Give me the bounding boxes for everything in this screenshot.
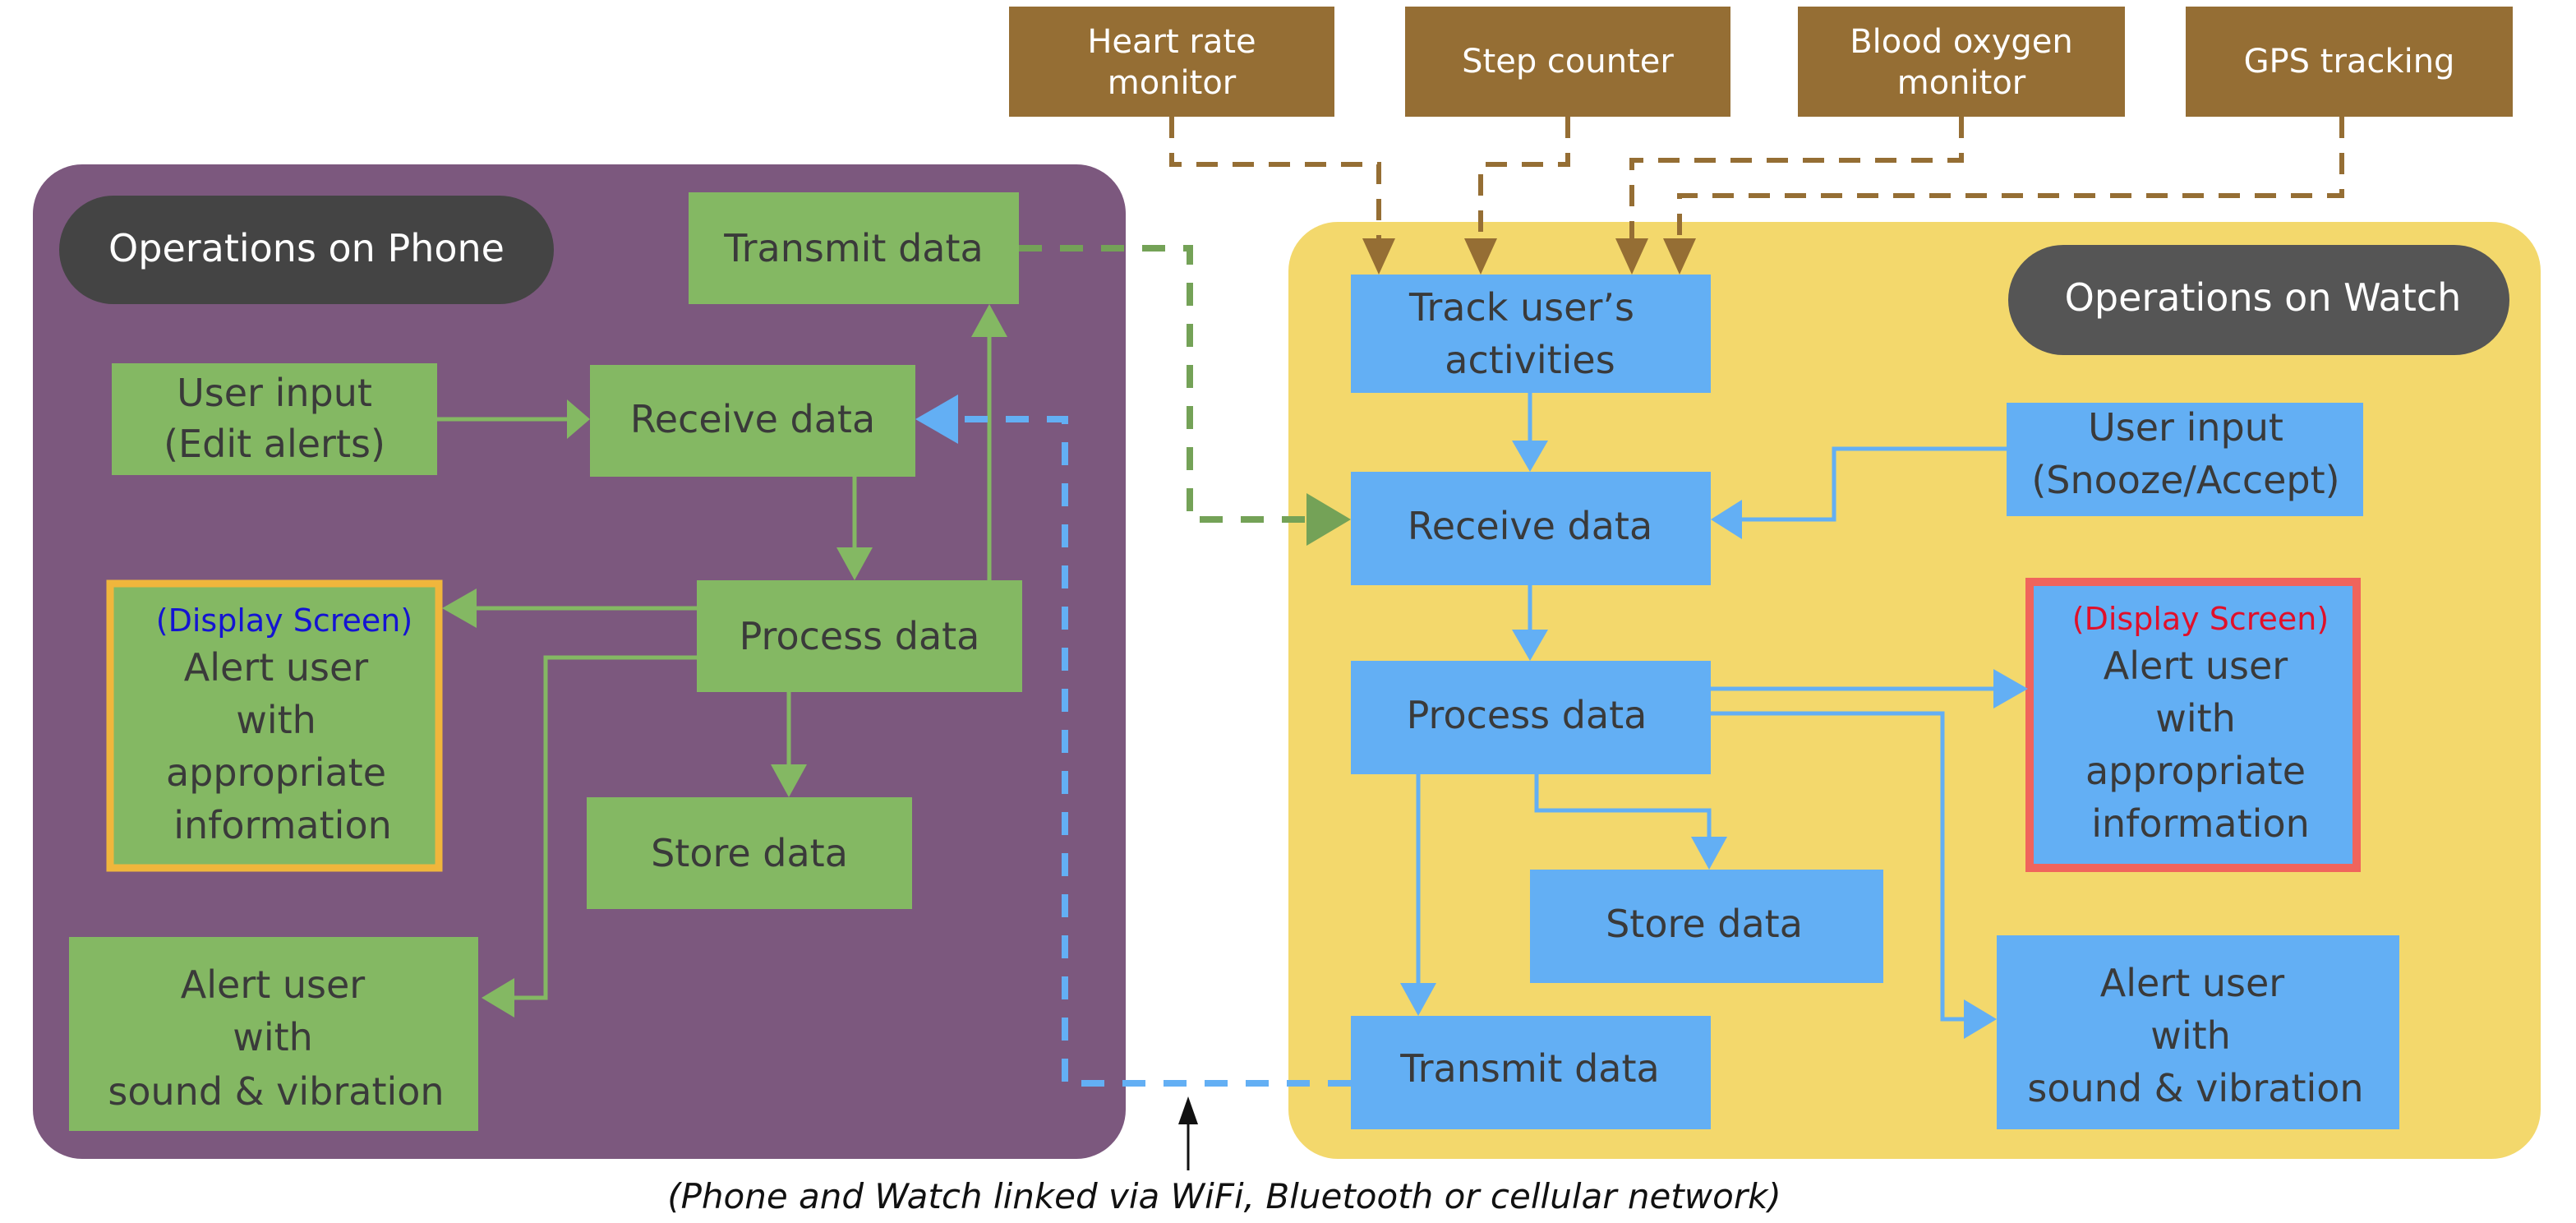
sensor-label: Blood oxygen	[1850, 23, 2073, 61]
node-label: with	[233, 1015, 313, 1059]
node-label: Receive data	[630, 397, 875, 441]
node-label: with	[236, 698, 316, 742]
sensor-label: Step counter	[1462, 43, 1674, 81]
node-label: Process data	[1407, 693, 1647, 737]
sensor-heart-rate: Heart rate monitor	[1009, 7, 1334, 117]
node-label: Store data	[1606, 902, 1803, 946]
sensor-step-counter: Step counter	[1405, 7, 1730, 117]
phone-store-node: Store data	[587, 797, 912, 909]
watch-title-pill: Operations on Watch	[2008, 245, 2509, 355]
display-screen-label: (Display Screen)	[2072, 601, 2329, 637]
node-label: Alert user	[181, 962, 366, 1007]
phone-transmit-node: Transmit data	[689, 192, 1019, 304]
phone-display-node: (Display Screen) Alert user with appropr…	[106, 579, 443, 872]
sensor-label: GPS tracking	[2244, 43, 2455, 81]
node-label: information	[173, 803, 392, 847]
node-label: Process data	[740, 614, 980, 658]
watch-display-node: (Display Screen) Alert user with appropr…	[2025, 578, 2361, 872]
phone-to-watch-link	[1019, 245, 1351, 546]
node-label: sound & vibration	[108, 1069, 444, 1114]
node-label: information	[2091, 801, 2310, 846]
phone-arrows	[437, 337, 992, 1000]
node-label: appropriate	[2085, 749, 2306, 793]
node-label: Store data	[651, 831, 848, 875]
sensor-arrowheads	[1362, 238, 1696, 275]
node-label: Alert user	[2104, 644, 2288, 688]
sensor-label: Heart rate	[1087, 23, 1256, 61]
watch-track-node: Track user’s activities	[1351, 275, 1711, 393]
watch-process-node: Process data	[1351, 661, 1711, 774]
phone-title-pill: Operations on Phone	[59, 196, 554, 304]
node-label: User input	[177, 371, 372, 415]
node-label: Track user’s	[1408, 285, 1634, 330]
node-label: Alert user	[2100, 961, 2285, 1005]
node-label: User input	[2088, 405, 2283, 450]
node-label: appropriate	[166, 750, 386, 795]
sensor-blood-oxygen: Blood oxygen monitor	[1798, 7, 2125, 117]
node-label: with	[2155, 696, 2236, 741]
phone-sound-node: Alert user with sound & vibration	[69, 937, 478, 1131]
watch-arrowheads	[1400, 441, 2028, 1039]
sensor-gps: GPS tracking	[2186, 7, 2513, 117]
phone-receive-node: Receive data	[590, 365, 915, 477]
node-label: Alert user	[184, 645, 369, 690]
node-label: Transmit data	[723, 226, 983, 270]
network-pointer	[1178, 1096, 1198, 1170]
sensor-label: monitor	[1108, 64, 1237, 102]
watch-user-input-node: User input (Snooze/Accept)	[2007, 403, 2363, 516]
phone-arrowheads	[442, 304, 1007, 1018]
phone-user-input-node: User input (Edit alerts)	[112, 363, 437, 475]
node-label: Transmit data	[1399, 1046, 1659, 1091]
node-label: with	[2150, 1013, 2231, 1058]
node-label: (Edit alerts)	[164, 422, 385, 466]
watch-transmit-node: Transmit data	[1351, 1016, 1711, 1129]
watch-arrows	[1416, 393, 2007, 1022]
watch-store-node: Store data	[1530, 870, 1883, 983]
watch-title: Operations on Watch	[2065, 275, 2462, 320]
node-label: sound & vibration	[2027, 1066, 2363, 1110]
network-caption: (Phone and Watch linked via WiFi, Blueto…	[667, 1176, 1781, 1216]
node-label: activities	[1445, 338, 1615, 382]
watch-sound-node: Alert user with sound & vibration	[1997, 935, 2399, 1129]
node-label: (Snooze/Accept)	[2031, 458, 2339, 502]
display-screen-label: (Display Screen)	[156, 602, 412, 639]
phone-title: Operations on Phone	[108, 226, 505, 270]
watch-to-phone-link	[915, 395, 1351, 1087]
sensor-label: monitor	[1897, 64, 2026, 102]
watch-receive-node: Receive data	[1351, 472, 1711, 585]
sensor-connectors	[1169, 117, 2344, 247]
node-label: Receive data	[1408, 504, 1652, 548]
phone-process-node: Process data	[697, 580, 1022, 692]
